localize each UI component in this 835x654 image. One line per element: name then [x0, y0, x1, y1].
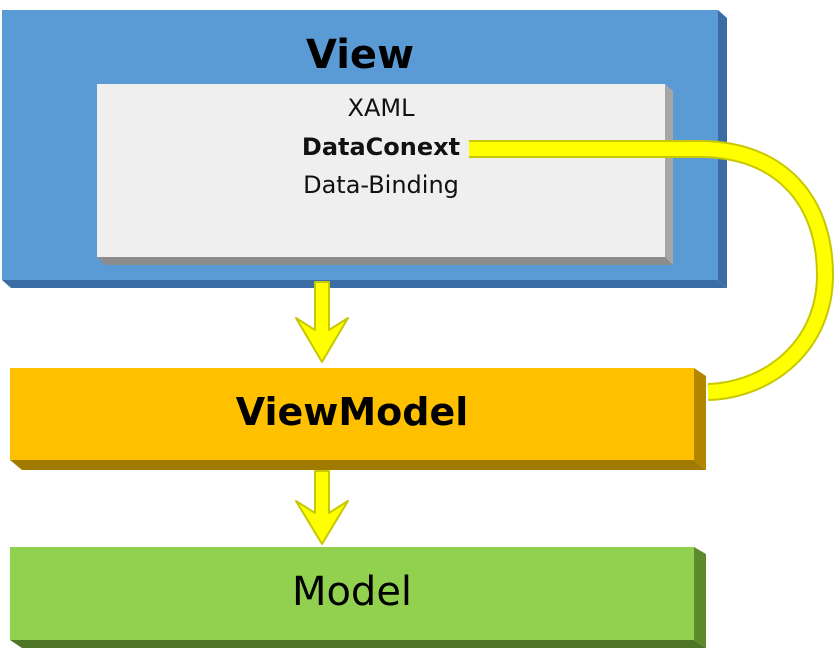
model-title: Model: [291, 569, 413, 615]
viewmodel-title: ViewModel: [235, 390, 469, 434]
viewmodel-box-bottom: [10, 460, 706, 470]
view-box-bottom: [2, 280, 727, 288]
arrow-view-to-viewmodel-icon: [295, 281, 349, 363]
model-box-side: [694, 547, 706, 648]
view-box-side: [718, 10, 727, 288]
view-panel: XAML DataConext Data-Binding: [97, 84, 665, 257]
model-box: Model: [10, 547, 694, 640]
panel-line-xaml: XAML: [347, 94, 415, 122]
panel-line-data-binding: Data-Binding: [303, 171, 459, 199]
view-title: View: [305, 32, 415, 78]
arrow-viewmodel-to-model-icon: [295, 470, 349, 545]
panel-line-datacontext: DataConext: [301, 133, 461, 161]
viewmodel-box-side: [694, 368, 706, 470]
model-box-bottom: [10, 640, 706, 648]
viewmodel-box: ViewModel: [10, 368, 694, 460]
